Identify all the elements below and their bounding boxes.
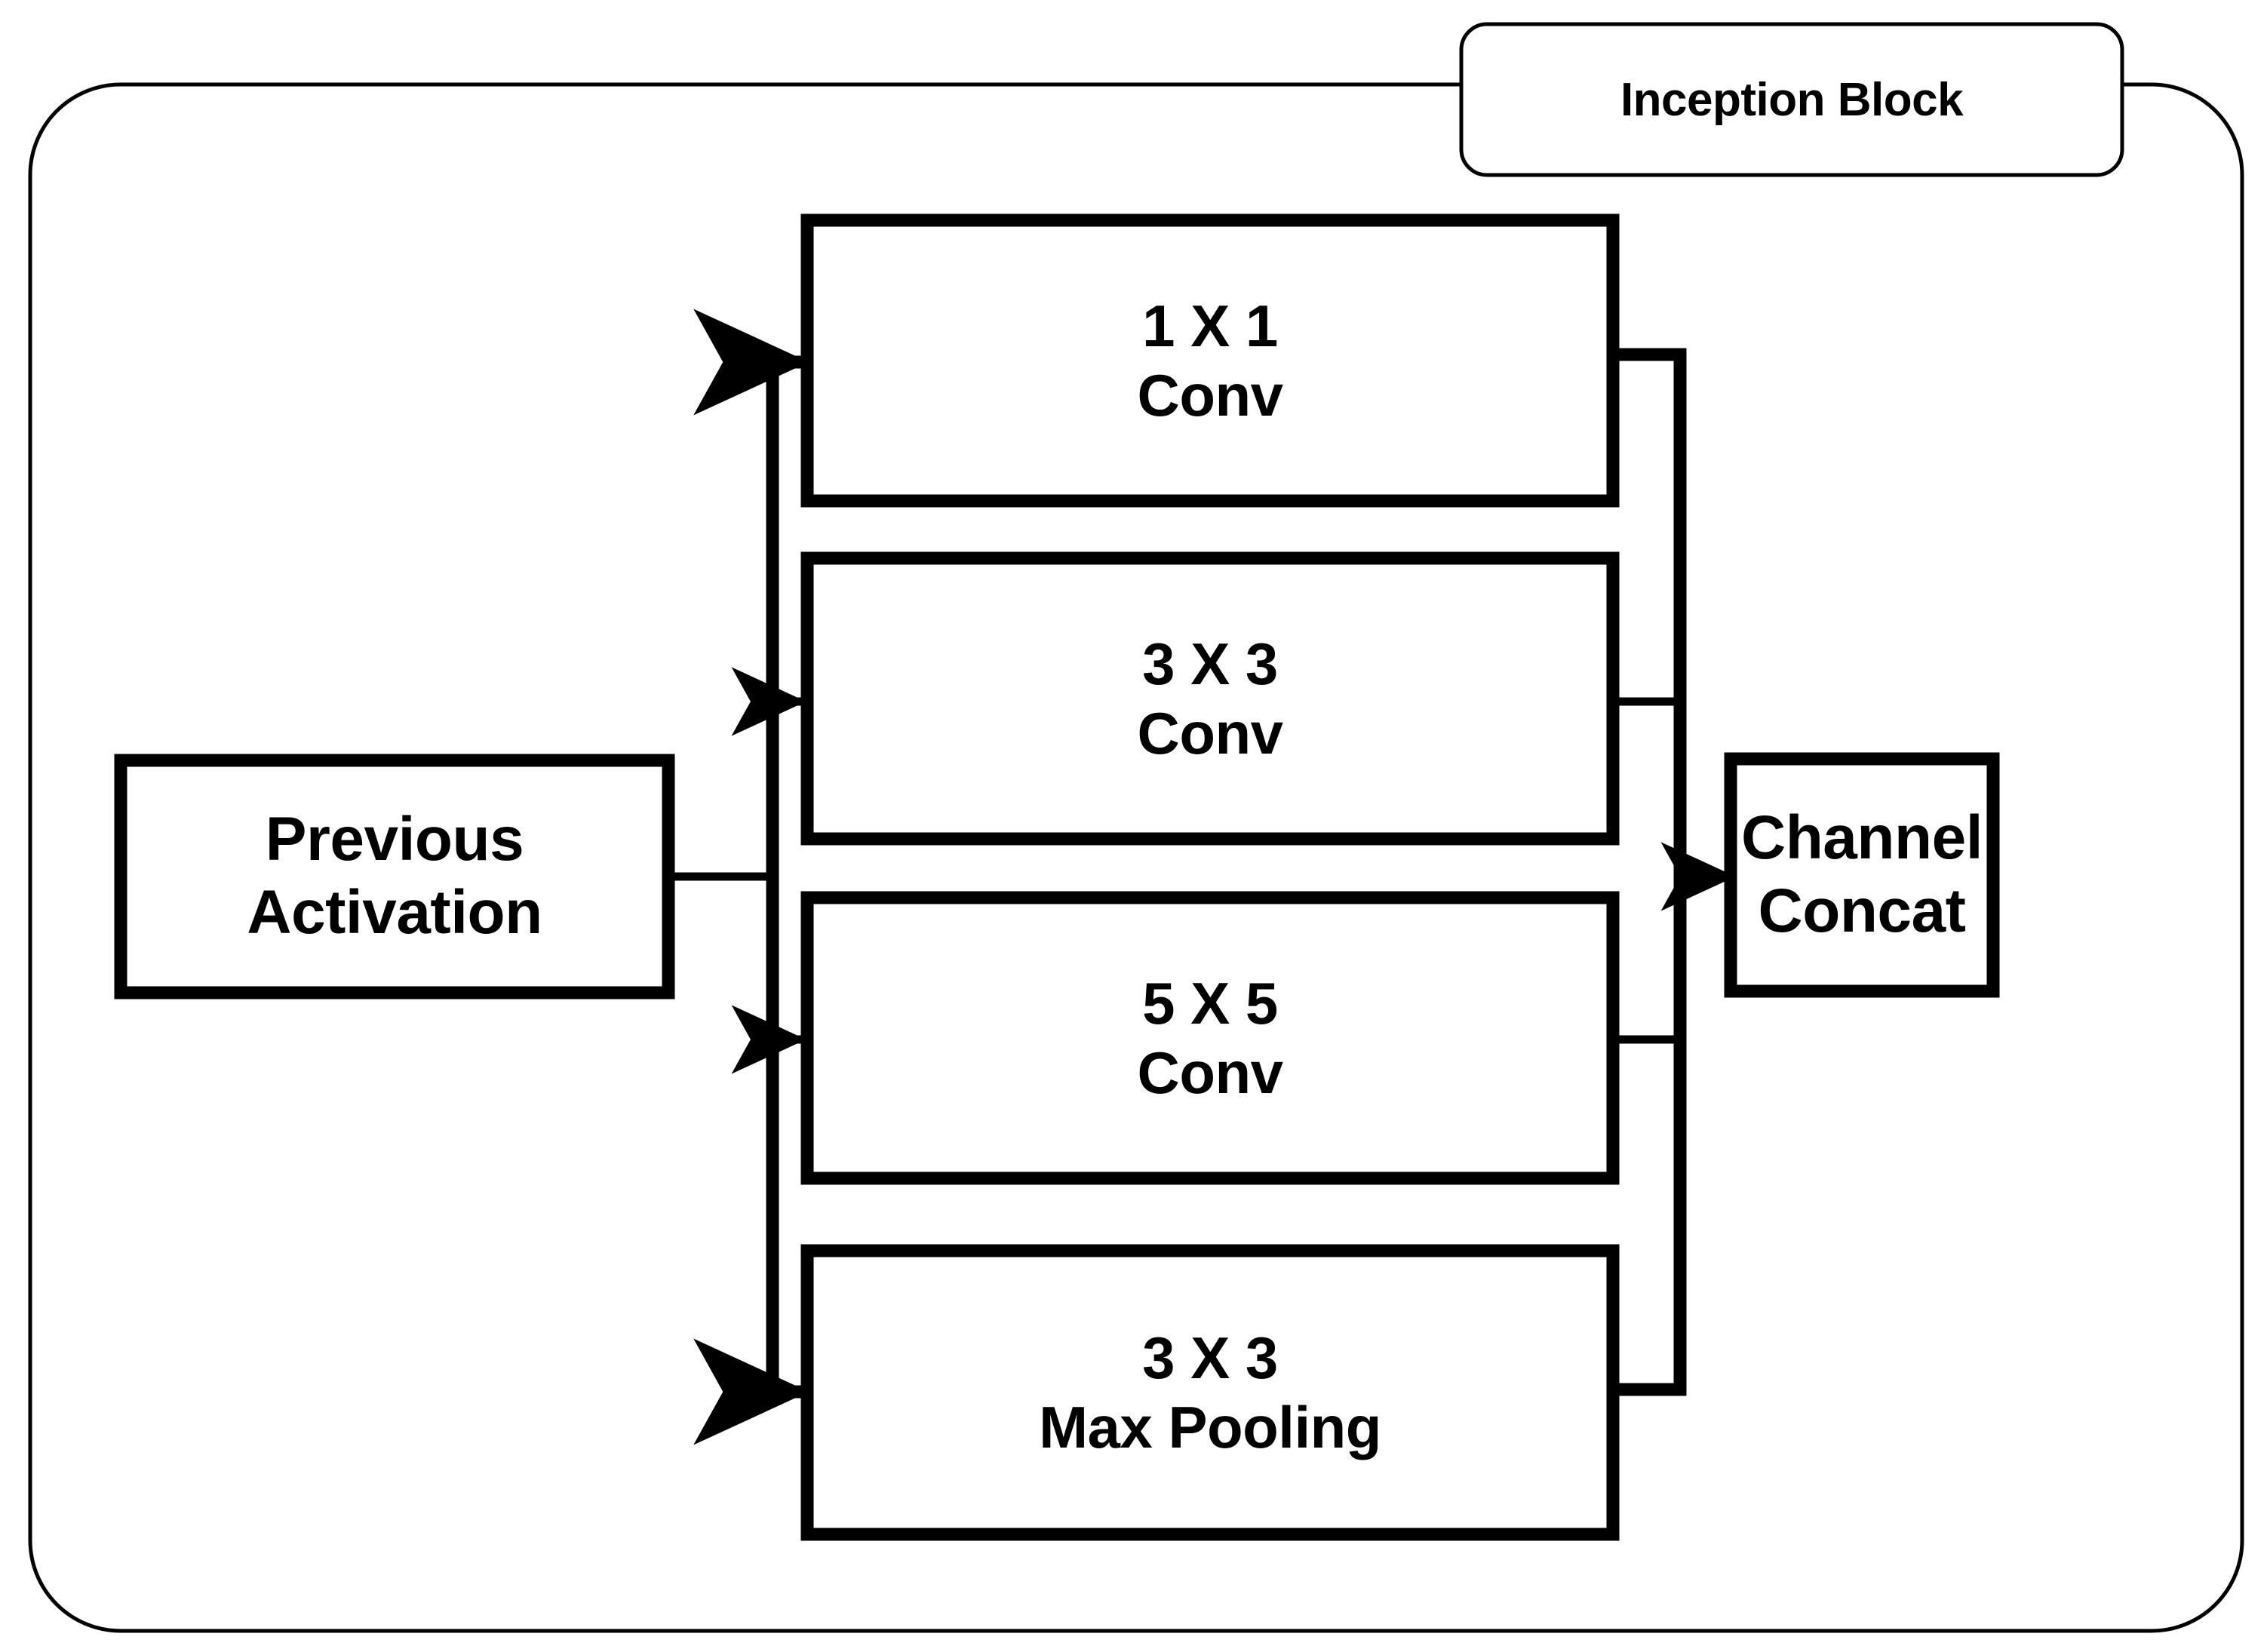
inception-block-container [28, 82, 2244, 1633]
box-conv-5x5 [800, 891, 1620, 1185]
box-maxpool-3x3 [800, 1244, 1620, 1541]
inception-block-badge [1459, 22, 2124, 177]
inception-block-badge-label: Inception Block [1620, 73, 1964, 126]
box-previous-activation [114, 754, 675, 999]
box-channel-concat [1724, 752, 2000, 998]
box-conv-1x1 [800, 213, 1620, 508]
box-conv-3x3 [800, 551, 1620, 846]
